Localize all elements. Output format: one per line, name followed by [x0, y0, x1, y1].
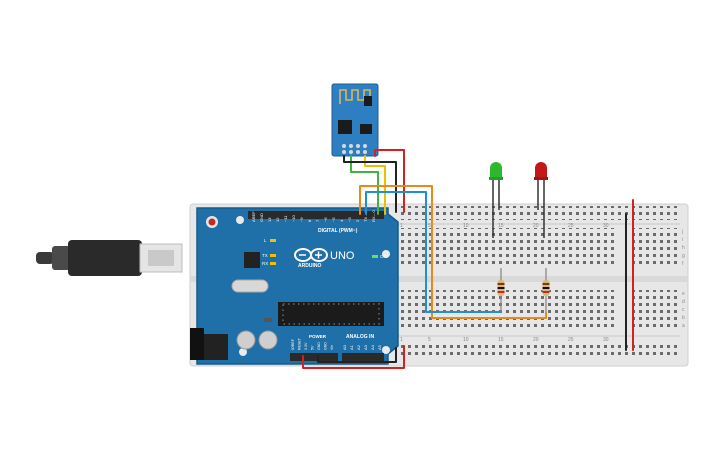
green-led [489, 162, 503, 238]
analog-pin-label: A2 [356, 344, 361, 350]
power-pin-label: 5V [311, 345, 315, 350]
bb-column-number: 30 [603, 337, 609, 343]
analog-pin-label: A0 [342, 344, 347, 350]
power-pin-label: IOREF [291, 338, 295, 350]
capacitor-2 [258, 330, 278, 350]
digital-pin-label: GND [259, 213, 264, 222]
digital-pin-label: 12 [275, 217, 280, 222]
power-pin-label: RESET [298, 337, 302, 350]
analog-label: ANALOG IN [346, 334, 374, 340]
usb-cable [36, 240, 183, 276]
digital-pin-label: ~11 [283, 215, 288, 222]
bb-column-number: 5 [428, 337, 431, 343]
digital-pin-label: 8 [307, 219, 312, 222]
power-pin-label: 3.3V [304, 342, 308, 350]
capacitor-1 [236, 330, 256, 350]
bb-column-number: 1 [400, 223, 403, 229]
bb-column-number: 5 [428, 223, 431, 229]
usb-chip [244, 252, 260, 268]
led-label-tx: TX [262, 253, 268, 258]
digital-label: DIGITAL (PWM~) [318, 228, 358, 234]
bb-row-letter: f [682, 261, 684, 267]
atmega-chip [278, 302, 384, 326]
top-power-rail [398, 206, 680, 220]
power-jack [204, 334, 228, 360]
led-on [372, 255, 378, 258]
red-wire-top [374, 149, 405, 213]
bb-column-number: 15 [498, 223, 504, 229]
bottom-power-rail [398, 342, 680, 356]
bb-column-number: 20 [533, 337, 539, 343]
bb-row-letter: c [682, 307, 685, 313]
power-pin-label: GND [324, 342, 328, 350]
bb-row-letter: a [682, 323, 685, 329]
bb-row-letter: e [682, 291, 685, 297]
bb-column-number: 10 [463, 223, 469, 229]
digital-pin-label: 4 [339, 219, 344, 222]
crystal [231, 279, 269, 293]
digital-pin-label: ~3 [347, 217, 352, 222]
red-led [534, 162, 548, 238]
digital-pin-label: AREF [251, 211, 256, 222]
esp01-wifi-module [331, 83, 379, 157]
led-rx [270, 262, 276, 265]
digital-pin-label: ~5 [331, 217, 336, 222]
digital-pin-label: 2 [355, 219, 360, 222]
analog-pin-label: A3 [363, 344, 368, 350]
bottom-terminal-strip [398, 290, 618, 330]
wires [302, 149, 634, 369]
board-brand: ARDUINO [298, 263, 321, 269]
digital-pin-label: ~9 [299, 217, 304, 222]
digital-pin-label: TX→1 [363, 210, 368, 222]
power-pin-label: GND [317, 342, 321, 350]
analog-pin-label: A5 [377, 344, 382, 350]
power-label: POWER [309, 334, 327, 339]
black-wire-bottom [317, 347, 397, 363]
bb-row-letter: g [682, 253, 685, 259]
on-label: ON [380, 254, 387, 259]
red-wire-bottom [302, 345, 405, 369]
bb-row-letter: i [682, 237, 683, 243]
analog-pin-label: A1 [349, 344, 354, 350]
esp-chip [338, 120, 352, 134]
center-channel [190, 276, 688, 282]
bb-column-number: 15 [498, 337, 504, 343]
bb-column-number: 10 [463, 337, 469, 343]
led-label-rx: RX [262, 261, 268, 266]
orange-wire [359, 185, 547, 319]
power-header [290, 353, 338, 361]
digital-pin-label: ~10 [291, 214, 296, 222]
led-l [270, 239, 276, 242]
bb-row-letter: d [682, 299, 685, 305]
top-terminal-strip [398, 228, 618, 268]
power-pin-label: Vin [330, 345, 334, 350]
digital-header [248, 211, 384, 219]
bb-column-number: 20 [533, 223, 539, 229]
blue-wire [365, 191, 502, 313]
arduino-uno-board: UNO ARDUINO DIGITAL (PWM~) ANALOG IN POW… [190, 207, 399, 365]
bb-column-number: 1 [400, 337, 403, 343]
resistor-2 [542, 268, 550, 312]
digital-pin-label: ~6 [323, 217, 328, 222]
led-tx [270, 254, 276, 257]
digital-pin-label: RX←0 [371, 209, 376, 222]
analog-pin-label: A4 [370, 344, 375, 350]
analog-header [342, 353, 384, 361]
bb-row-letter: h [682, 245, 685, 251]
bb-row-letter: b [682, 315, 685, 321]
pcb-antenna [339, 89, 371, 104]
led-label-l: L [264, 238, 267, 243]
bb-column-number: 25 [568, 223, 574, 229]
digital-pin-label: 13 [267, 217, 272, 222]
bb-row-letter: j [681, 229, 683, 235]
digital-pin-label: 7 [315, 219, 320, 222]
arduino-logo-icon [294, 248, 328, 262]
bb-column-number: 25 [568, 337, 574, 343]
board-model: UNO [330, 250, 355, 262]
bb-column-number: 30 [603, 223, 609, 229]
resistor-1 [497, 268, 505, 312]
